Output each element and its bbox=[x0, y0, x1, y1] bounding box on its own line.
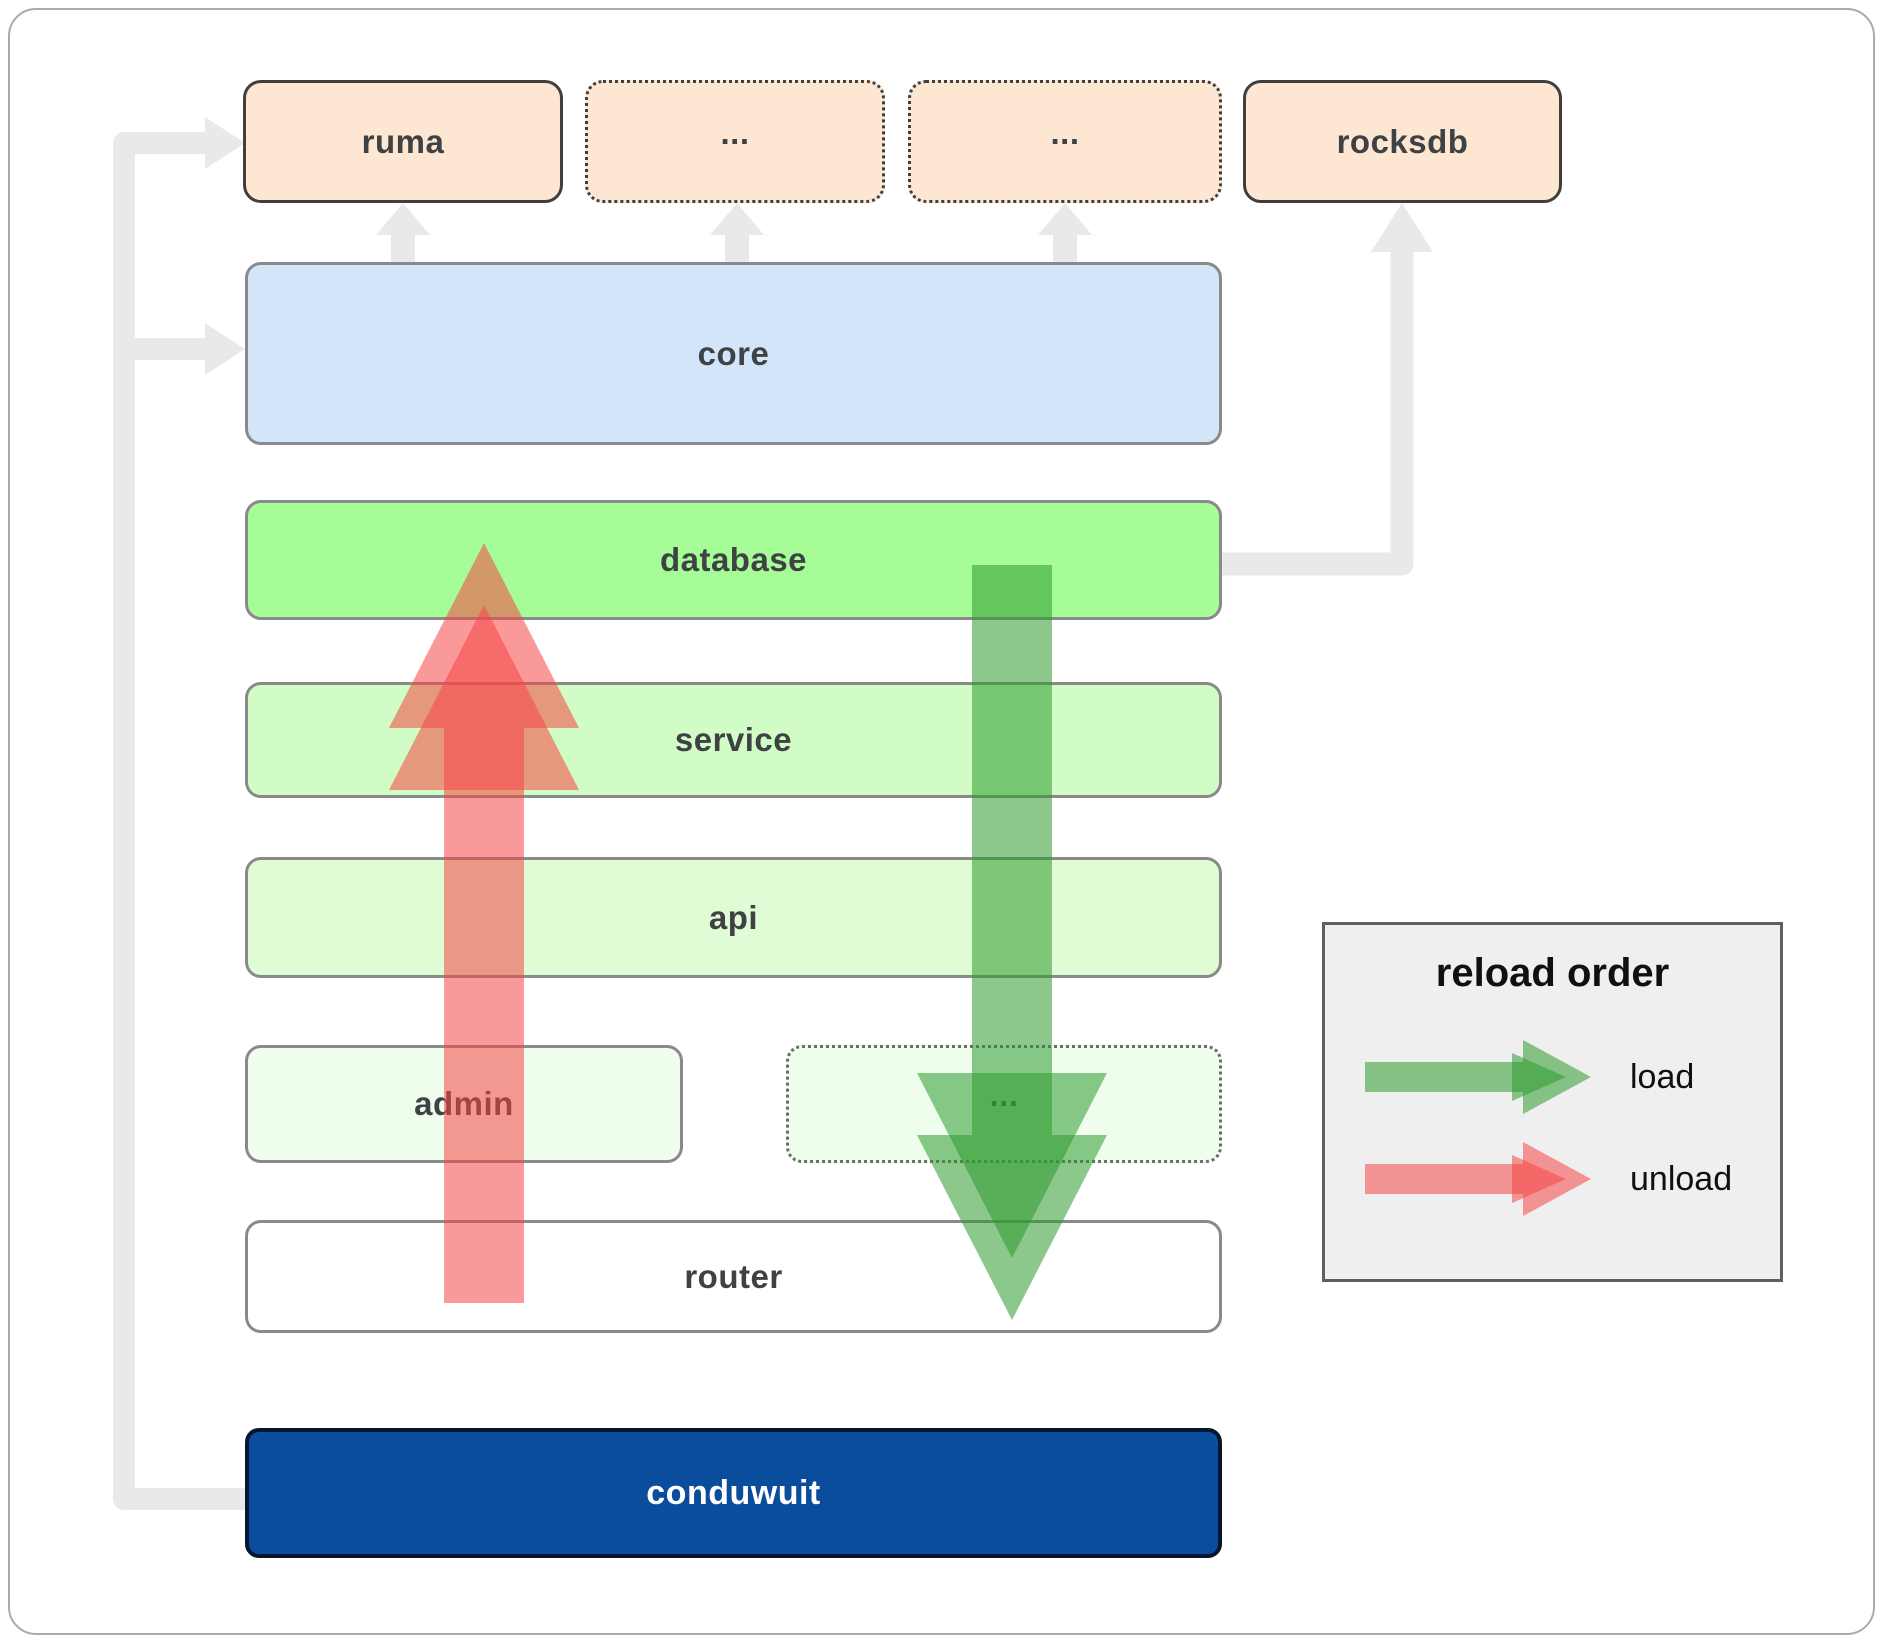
legend-unload-label: unload bbox=[1630, 1159, 1733, 1198]
node-ruma-label: ruma bbox=[361, 122, 445, 160]
legend-title: reload order bbox=[1435, 951, 1670, 995]
node-rocksdb-label: rocksdb bbox=[1336, 122, 1469, 160]
layer-service: service bbox=[245, 682, 1222, 798]
layer-core: core bbox=[245, 262, 1222, 445]
layer-admin-label: admin bbox=[414, 1085, 514, 1122]
outer-frame bbox=[8, 8, 1875, 1635]
layer-api-label: api bbox=[708, 898, 759, 936]
node-rocksdb: rocksdb bbox=[1243, 80, 1562, 203]
layer-database-label: database bbox=[659, 541, 808, 578]
node-ruma: ruma bbox=[243, 80, 563, 203]
layer-api: api bbox=[245, 857, 1222, 978]
legend-reload-order: reload order load unload bbox=[1322, 922, 1783, 1282]
layer-database: database bbox=[245, 500, 1222, 620]
node-ellipsis-2: ... bbox=[908, 80, 1222, 203]
layer-router: router bbox=[245, 1220, 1222, 1333]
layer-core-label: core bbox=[697, 334, 770, 372]
legend-item-load: load bbox=[1365, 1031, 1694, 1123]
legend-load-label: load bbox=[1630, 1057, 1695, 1096]
layer-router-label: router bbox=[684, 1257, 783, 1295]
layer-admin-ellipsis: ... bbox=[786, 1045, 1222, 1163]
node-ellipsis-2-label: ... bbox=[1050, 113, 1080, 151]
layer-admin: admin bbox=[245, 1045, 683, 1163]
load-arrow-icon bbox=[1365, 1040, 1591, 1114]
node-ellipsis-1-label: ... bbox=[720, 113, 750, 151]
layer-admin-ellipsis-label: ... bbox=[989, 1076, 1019, 1113]
legend-item-unload: unload bbox=[1365, 1133, 1732, 1225]
layer-service-label: service bbox=[674, 721, 793, 758]
node-conduwuit-label: conduwuit bbox=[646, 1473, 821, 1512]
node-conduwuit: conduwuit bbox=[245, 1428, 1222, 1558]
node-ellipsis-1: ... bbox=[585, 80, 885, 203]
unload-arrow-icon bbox=[1365, 1142, 1591, 1216]
